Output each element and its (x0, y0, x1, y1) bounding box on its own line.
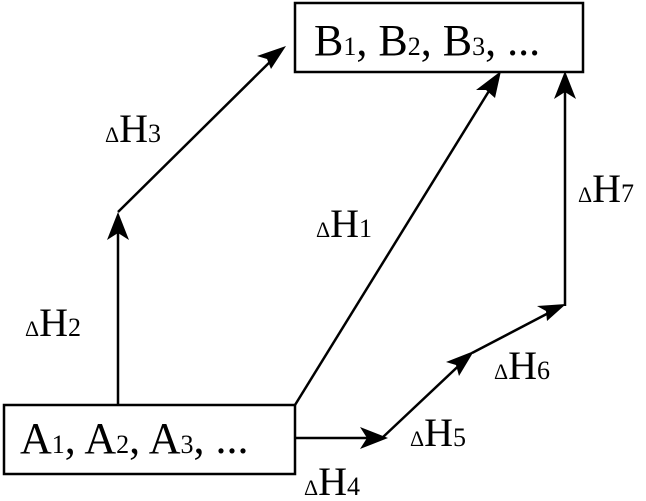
reactants-box (2, 403, 297, 476)
arrowhead-h2 (107, 212, 129, 240)
arrowhead-h7 (554, 71, 576, 99)
label-h1: ΔH1 (316, 201, 372, 246)
label-h3: ΔH3 (105, 106, 161, 151)
label-h2: ΔH2 (25, 300, 81, 345)
arrow-h5 (381, 356, 469, 439)
arrowhead-h3 (257, 46, 286, 69)
label-h6: ΔH6 (494, 343, 550, 388)
arrowhead-h1 (476, 71, 501, 98)
arrowhead-h6 (537, 304, 566, 321)
label-h5: ΔH5 (410, 410, 466, 455)
arrowhead-h4 (360, 427, 388, 449)
arrowhead-h5 (446, 351, 474, 376)
products-label: B1, B2, B3, ... (314, 16, 540, 65)
reactants-label: A1, A2, A3, ... (20, 414, 249, 463)
arrow-h1 (293, 77, 499, 406)
arrow-h6 (471, 305, 561, 355)
products-box (293, 1, 585, 74)
label-h7: ΔH7 (578, 166, 634, 211)
arrow-h3 (117, 51, 281, 213)
label-h4: ΔH4 (304, 459, 360, 501)
